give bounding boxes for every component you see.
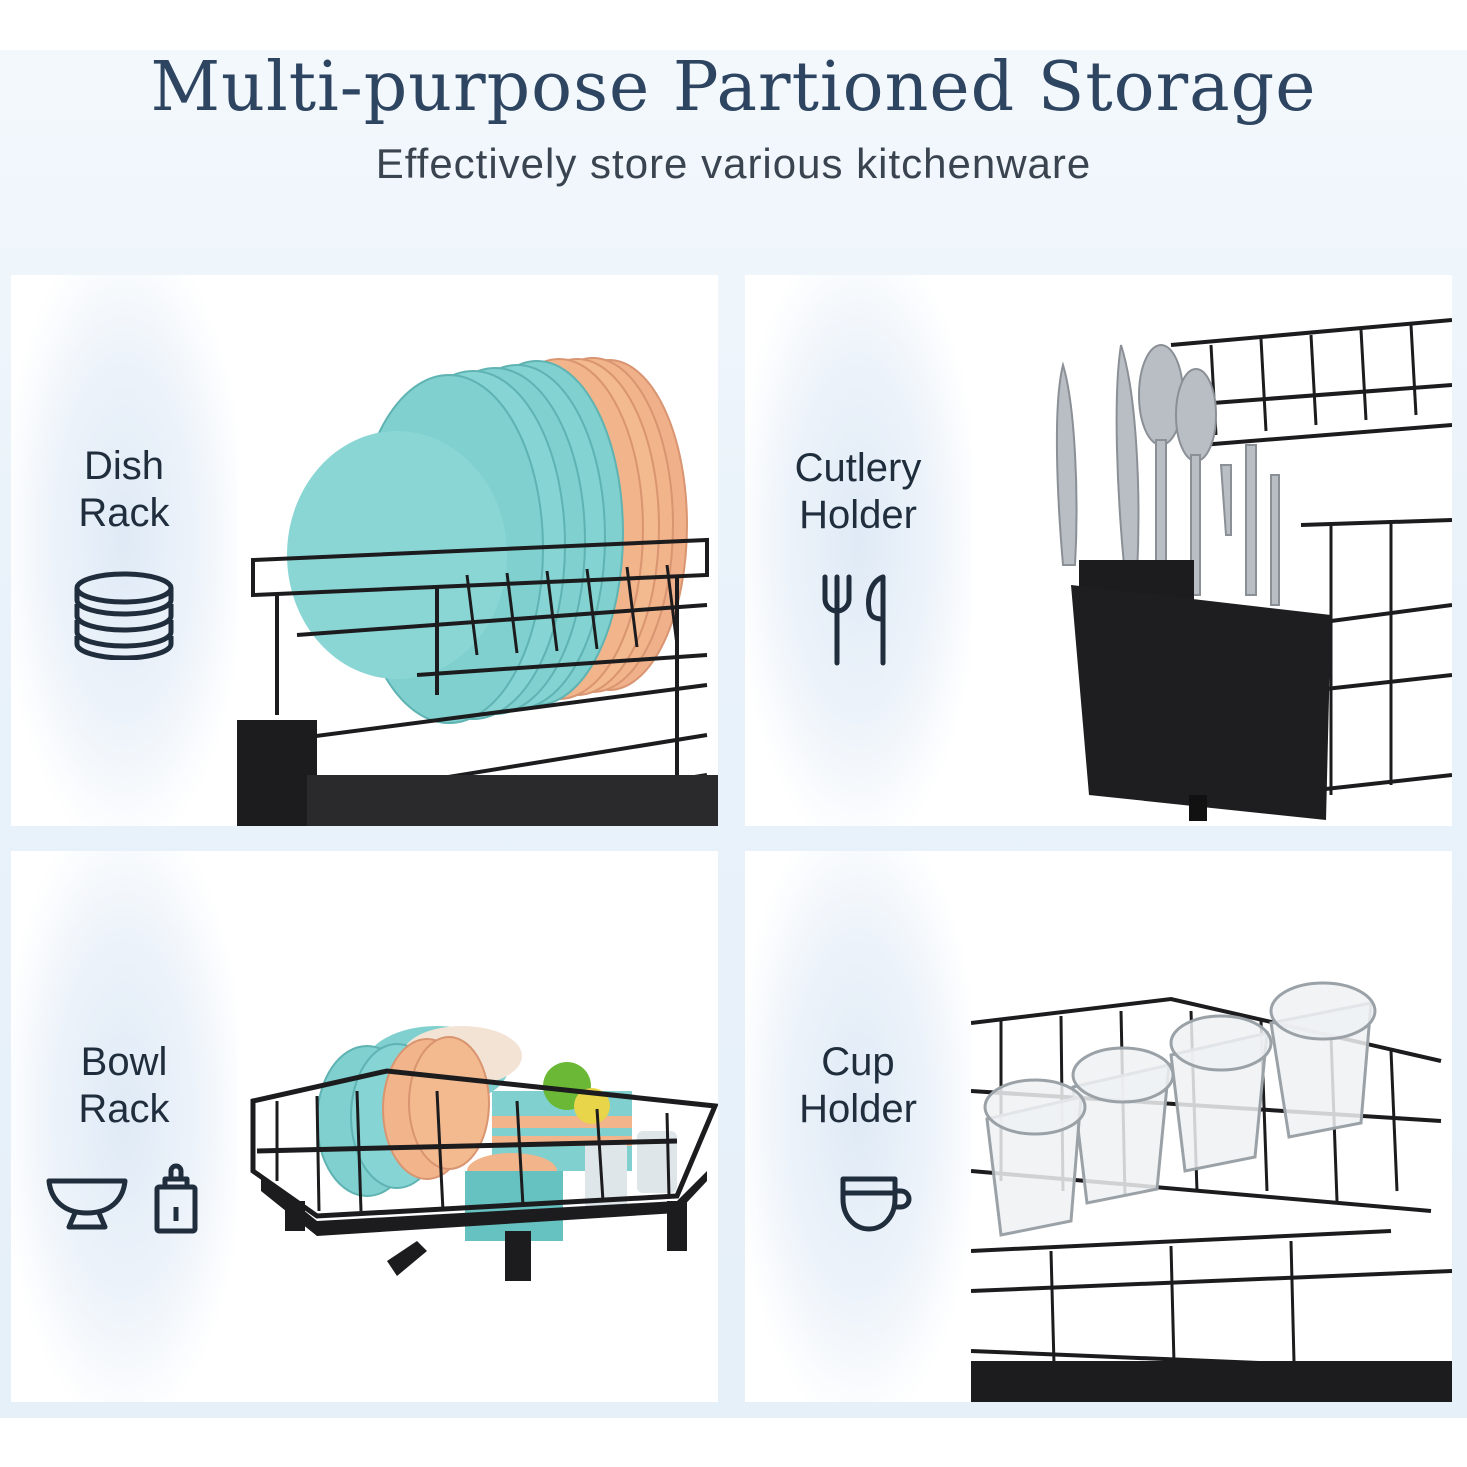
label-column [11,275,237,826]
fork-spoon-icon [822,574,886,666]
page-title: Multi-purpose Partioned Storage [150,48,1317,127]
panel-label-line1: Dish [83,444,165,488]
bowl-rack-photo [250,1026,718,1281]
panel-label-line1: Cup [821,1040,895,1084]
bowl-icon [46,1178,128,1230]
panel-label-line2: Holder [799,493,917,537]
label-column [745,851,971,1402]
panel-label-line2: Rack [78,491,170,535]
cup-icon [840,1176,912,1232]
panel-cup-holder: Cup Holder [745,851,1452,1402]
cutlery-holder-photo [1055,318,1452,821]
label-column [11,851,237,1402]
panel-label-line1: Cutlery [794,446,922,490]
label-column [745,275,971,826]
panel-bowl-rack: Bowl Rack [11,851,718,1402]
baby-bottle-icon [154,1163,198,1234]
panel-cutlery-holder: Cutlery Holder [745,275,1452,826]
panel-label: Cutlery Holder [745,445,971,539]
panel-label: Dish Rack [11,443,237,537]
panel-label: Bowl Rack [11,1039,237,1133]
panel-dish-rack: Dish Rack [11,275,718,826]
stacked-plates-icon [74,571,174,660]
panel-label-line2: Holder [799,1087,917,1131]
panel-label-line1: Bowl [80,1040,168,1084]
cup-holder-photo [971,981,1452,1402]
panel-label-line2: Rack [78,1087,170,1131]
panel-label: Cup Holder [745,1039,971,1133]
dish-rack-photo [237,357,718,826]
page-subtitle: Effectively store various kitchenware [375,140,1092,187]
